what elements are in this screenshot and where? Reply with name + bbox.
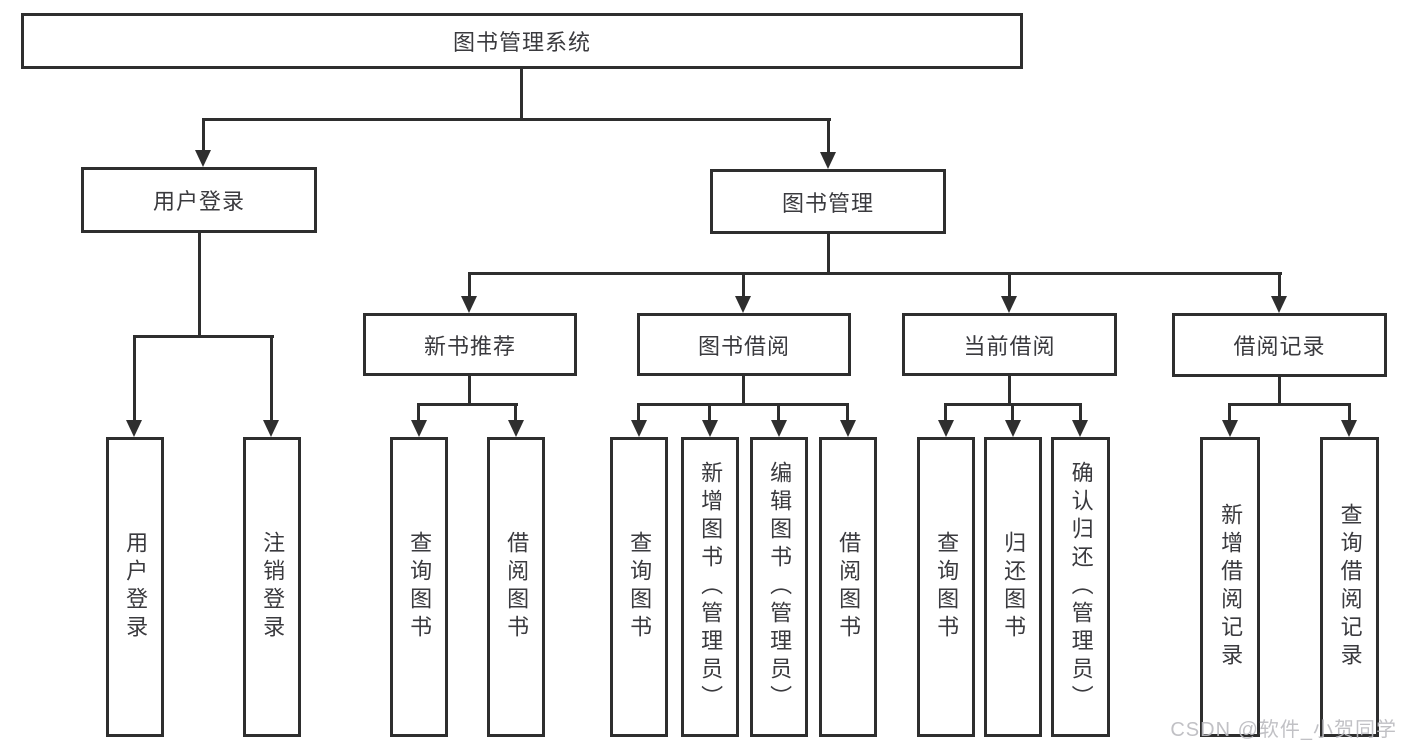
node-borrow-records-label: 借阅记录 bbox=[1233, 334, 1326, 359]
connector-line bbox=[1348, 403, 1351, 421]
leaf-logout-label: 注销登录 bbox=[260, 531, 286, 643]
connector-line bbox=[202, 118, 831, 121]
arrowhead bbox=[1001, 296, 1017, 313]
arrowhead bbox=[631, 420, 647, 437]
arrowhead bbox=[195, 150, 211, 167]
connector-line bbox=[1228, 403, 1351, 406]
connector-line bbox=[133, 335, 136, 421]
leaf-user-login-label: 用户登录 bbox=[123, 531, 149, 643]
leaf-logout: 注销登录 bbox=[243, 437, 301, 737]
leaf-return-book-label: 归还图书 bbox=[1001, 531, 1027, 643]
leaf-query-books-recommend-label: 查询图书 bbox=[407, 531, 433, 643]
connector-line bbox=[637, 403, 640, 421]
leaf-confirm-return-admin: 确认归还（管理员） bbox=[1051, 437, 1110, 737]
connector-line bbox=[198, 233, 201, 336]
connector-line bbox=[1011, 403, 1014, 421]
leaf-confirm-return-admin-label: 确认归还（管理员） bbox=[1068, 461, 1094, 713]
arrowhead bbox=[1271, 296, 1287, 313]
leaf-add-borrow-record: 新增借阅记录 bbox=[1200, 437, 1260, 737]
connector-line bbox=[742, 376, 745, 404]
connector-line bbox=[846, 403, 849, 421]
node-book-borrow-label: 图书借阅 bbox=[697, 333, 790, 359]
node-book-borrow: 图书借阅 bbox=[637, 313, 851, 376]
connector-line bbox=[827, 234, 830, 273]
connector-line bbox=[417, 403, 518, 406]
connector-line bbox=[1008, 376, 1011, 404]
connector-line bbox=[1008, 272, 1011, 297]
connector-line bbox=[742, 272, 745, 297]
arrowhead bbox=[263, 420, 279, 437]
connector-line bbox=[270, 335, 273, 421]
connector-line bbox=[1079, 403, 1082, 421]
connector-line bbox=[827, 118, 830, 154]
node-root-label: 图书管理系统 bbox=[452, 30, 591, 55]
leaf-user-login: 用户登录 bbox=[106, 437, 164, 737]
leaf-query-books-current-label: 查询图书 bbox=[934, 531, 960, 643]
arrowhead bbox=[508, 420, 524, 437]
connector-line bbox=[944, 403, 947, 421]
arrowhead bbox=[938, 420, 954, 437]
csdn-watermark: CSDN @软件_小贺同学 bbox=[1170, 719, 1397, 741]
arrowhead bbox=[771, 420, 787, 437]
node-book-management-label: 图书管理 bbox=[781, 190, 874, 216]
node-user-login-label: 用户登录 bbox=[152, 189, 245, 214]
connector-line bbox=[417, 403, 420, 421]
arrowhead bbox=[411, 420, 427, 437]
leaf-query-books-borrow: 查询图书 bbox=[610, 437, 668, 737]
arrowhead bbox=[461, 296, 477, 313]
leaf-query-borrow-record-label: 查询借阅记录 bbox=[1337, 503, 1363, 671]
arrowhead bbox=[735, 296, 751, 313]
arrowhead bbox=[1005, 420, 1021, 437]
connector-line bbox=[708, 403, 711, 421]
connector-line bbox=[514, 403, 517, 421]
node-current-borrow-label: 当前借阅 bbox=[963, 333, 1056, 359]
connector-line bbox=[133, 335, 274, 338]
node-borrow-records: 借阅记录 bbox=[1172, 313, 1387, 377]
connector-line bbox=[520, 69, 523, 119]
node-user-login: 用户登录 bbox=[81, 167, 317, 233]
leaf-add-book-admin: 新增图书（管理员） bbox=[681, 437, 739, 737]
node-root: 图书管理系统 bbox=[21, 13, 1023, 69]
leaf-query-books-borrow-label: 查询图书 bbox=[627, 531, 653, 643]
arrowhead bbox=[126, 420, 142, 437]
leaf-borrow-books-recommend: 借阅图书 bbox=[487, 437, 545, 737]
leaf-borrow-books: 借阅图书 bbox=[819, 437, 877, 737]
connector-line bbox=[468, 272, 1282, 275]
arrowhead bbox=[1222, 420, 1238, 437]
connector-line bbox=[1278, 377, 1281, 404]
node-new-book-recommend-label: 新书推荐 bbox=[423, 333, 516, 359]
leaf-return-book: 归还图书 bbox=[984, 437, 1042, 737]
connector-line bbox=[468, 272, 471, 297]
node-new-book-recommend: 新书推荐 bbox=[363, 313, 577, 376]
leaf-borrow-books-label: 借阅图书 bbox=[836, 531, 862, 643]
leaf-query-books-recommend: 查询图书 bbox=[390, 437, 448, 737]
connector-line bbox=[1278, 272, 1281, 297]
node-current-borrow: 当前借阅 bbox=[902, 313, 1117, 376]
arrowhead bbox=[840, 420, 856, 437]
arrowhead bbox=[1072, 420, 1088, 437]
connector-line bbox=[202, 118, 205, 152]
connector-line bbox=[1228, 403, 1231, 421]
connector-line bbox=[637, 403, 849, 406]
leaf-edit-book-admin: 编辑图书（管理员） bbox=[750, 437, 808, 737]
leaf-query-books-current: 查询图书 bbox=[917, 437, 975, 737]
arrowhead bbox=[702, 420, 718, 437]
leaf-borrow-books-recommend-label: 借阅图书 bbox=[504, 531, 530, 643]
arrowhead bbox=[820, 152, 836, 169]
leaf-add-book-admin-label: 新增图书（管理员） bbox=[698, 461, 724, 713]
leaf-add-borrow-record-label: 新增借阅记录 bbox=[1218, 503, 1244, 671]
leaf-edit-book-admin-label: 编辑图书（管理员） bbox=[767, 461, 793, 713]
leaf-query-borrow-record: 查询借阅记录 bbox=[1320, 437, 1379, 737]
arrowhead bbox=[1341, 420, 1357, 437]
connector-line bbox=[468, 376, 471, 404]
node-book-management: 图书管理 bbox=[710, 169, 946, 234]
connector-line bbox=[777, 403, 780, 421]
